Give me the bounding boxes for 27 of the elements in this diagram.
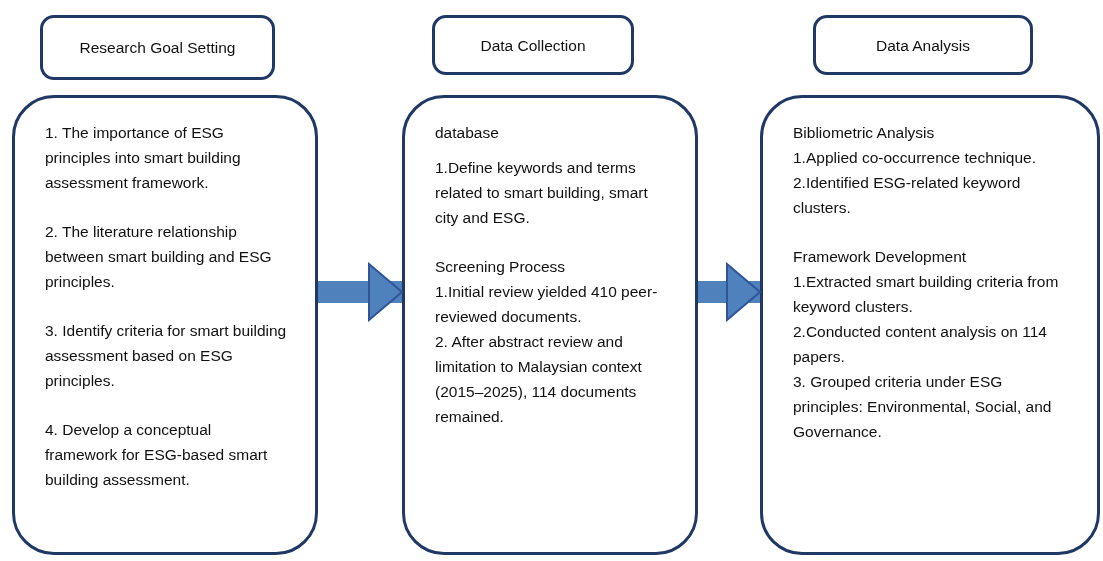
body-text: 2.Conducted content analysis on 114 papers. (793, 322, 1048, 367)
block-arrow (318, 263, 403, 321)
body-text: 1.Extracted smart building criteria from keyword clusters. (793, 272, 1060, 317)
process-box (402, 95, 698, 555)
heading-box (432, 15, 634, 75)
body-text: 4. Develop a conceptual framework for ESG-based smart building assessment. (45, 420, 269, 490)
body-text: 3. Grouped criteria under ESG principles: Environmental, Social, and Governance. (793, 372, 1053, 442)
process-box (12, 95, 318, 555)
body-text: database (435, 123, 500, 143)
body-text: Framework Development (793, 247, 968, 267)
body-text: 2.Identified ESG-related keyword clusters. (793, 173, 1022, 218)
process-box (760, 95, 1100, 555)
body-text: 2. The literature relationship between smart building and ESG principles. (45, 222, 273, 292)
body-text: 1. The importance of ESG principles into smart building assessment framework. (45, 123, 242, 193)
heading-text: Data Collection (480, 35, 586, 56)
body-text: 1.Applied co-occurrence technique. (793, 148, 1037, 168)
heading-text: Data Analysis (876, 35, 970, 56)
heading-text: Research Goal Setting (79, 38, 236, 58)
block-arrow (698, 263, 761, 321)
body-text: 2. After abstract review and limitation to Malaysian context (2015–2025), 114 documents remained. (435, 332, 643, 427)
body-text: 1.Define keywords and terms related to smart building, smart city and ESG. (435, 158, 649, 228)
body-text: Screening Process (435, 257, 567, 277)
heading-box (813, 15, 1033, 75)
body-text: 3. Identify criteria for smart building assessment based on ESG principles. (45, 321, 287, 391)
body-text: Bibliometric Analysis (793, 123, 936, 143)
heading-box (40, 15, 275, 80)
body-text: 1.Initial review yielded 410 peer-reviewed documents. (435, 282, 659, 327)
